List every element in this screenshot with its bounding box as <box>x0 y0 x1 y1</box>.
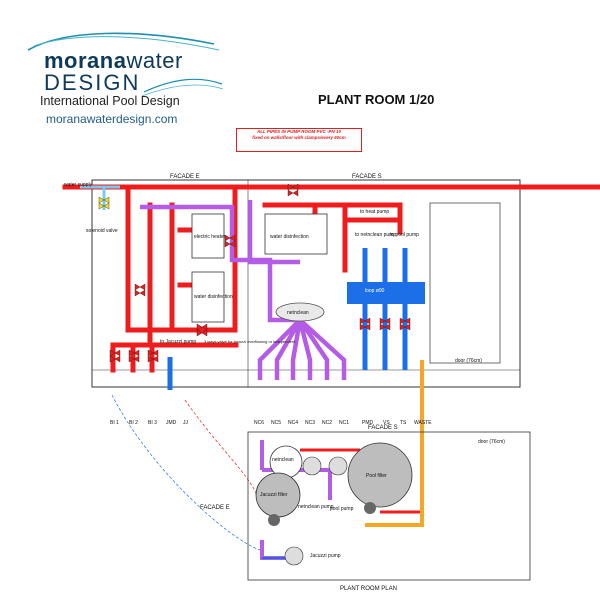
plan-door-label: door (76cm) <box>478 439 505 445</box>
loop-manifold <box>347 282 425 304</box>
connection-label: NC2 <box>322 420 332 426</box>
pump-motor <box>268 514 280 526</box>
connection-labels: BI 1 BI 2 BI 3 JMD JJ NC6 NC5 NC4 NC3 NC… <box>110 420 432 426</box>
netnclean-pipes <box>140 200 347 380</box>
door-top-label: door (76cm) <box>455 358 482 364</box>
water-disinfection-left-box <box>191 271 225 323</box>
connection-label: BI 2 <box>129 420 138 426</box>
jacuzzi-filter-label: Jacuzzi filter <box>260 492 288 498</box>
water-supply-label: water supply <box>64 182 93 188</box>
pipe-spec-line-2: fixed on walls/floor with clamps/every 6… <box>252 135 346 140</box>
logo-brand-bold: morana <box>44 48 127 73</box>
to-pool-pump-label: to pool pump <box>390 232 419 238</box>
connection-label: PMD <box>362 420 374 426</box>
waste-pipe <box>365 360 424 527</box>
plan-facade-top-label: FACADE S <box>368 425 398 431</box>
connection-label: VS <box>383 420 390 426</box>
solenoid-valve-label: solenoid valve <box>86 228 118 234</box>
water-disinfection-left-label: water disinfection <box>194 294 233 300</box>
pipe-spec-note: ALL PIPES IN PUMP ROOM PVC -PN 10 fixed … <box>236 128 362 152</box>
cold-water-pipes <box>167 248 408 390</box>
elevation-room-outline <box>91 179 521 388</box>
electric-heater-label: electric heater <box>194 234 226 240</box>
pump-strainer <box>328 456 348 476</box>
logo-tagline: International Pool Design <box>40 94 180 108</box>
connection-label: WASTE <box>414 420 432 426</box>
connection-label: NC5 <box>271 420 281 426</box>
logo-design-word: DESIGN <box>44 70 141 95</box>
door-outline <box>429 202 501 364</box>
netnclean-manifold <box>275 302 325 322</box>
facade-top-left-label: FACADE E <box>170 174 200 180</box>
logo-brand-light: water <box>126 48 183 73</box>
to-heat-pump-label: to heat pump <box>360 209 389 215</box>
plan-netnclean-label: netnclean <box>272 457 294 463</box>
water-disinfection-top-box <box>264 213 328 255</box>
connection-label: BI 1 <box>110 420 119 426</box>
water-disinfection-top-label: water disinfection <box>270 234 309 240</box>
water-supply-text: water supply <box>64 182 93 188</box>
pump-motor <box>364 502 376 514</box>
loop-label: loop ø90 <box>365 288 385 294</box>
connection-label: BI 3 <box>148 420 157 426</box>
to-netnclean-pump-label: to netnclean pump <box>355 232 396 238</box>
three-way-valve-label: 3 ways valve for jacuzzi overflowing or … <box>204 339 296 344</box>
plan-leader-lines <box>111 394 261 551</box>
logo-wave-graphic <box>27 32 224 97</box>
electric-heater-box <box>191 213 225 259</box>
connection-label: TS <box>400 420 407 426</box>
logo-brand: moranawater <box>44 48 183 74</box>
logo-url: moranawaterdesign.com <box>46 112 178 126</box>
jacuzzi-pump-label: Jacuzzi pump <box>310 553 341 559</box>
pool-filter-label: Pool filter <box>366 473 387 479</box>
company-logo: moranawater DESIGN International Pool De… <box>24 26 224 136</box>
pump-strainer <box>302 456 322 476</box>
facade-top-right-label: FACADE S <box>352 174 382 180</box>
pool-pump-label: pool pump <box>330 506 354 512</box>
page-title: PLANT ROOM 1/20 <box>318 92 435 107</box>
plan-room-outline <box>247 431 531 581</box>
pump-strainer <box>284 546 304 566</box>
connection-label: NC4 <box>288 420 298 426</box>
to-jacuzzi-pump-label: to Jacuzzi pump <box>160 339 196 345</box>
pipe-spec-line-1: ALL PIPES IN PUMP ROOM PVC -PN 10 <box>256 129 341 134</box>
connection-label: NC1 <box>339 420 349 426</box>
plan-equipment <box>255 442 413 566</box>
valve-icons <box>98 183 411 363</box>
plan-facade-left-label: FACADE E <box>200 505 230 511</box>
netnclean-label: netnclean <box>287 310 309 316</box>
plan-title-label: PLANT ROOM PLAN <box>340 586 397 592</box>
connection-label: JJ <box>183 420 189 426</box>
netnclean-pump-label: netnclean pump <box>298 504 334 510</box>
connection-label: NC3 <box>305 420 315 426</box>
connection-label: NC6 <box>254 420 264 426</box>
pool-filter-tank <box>347 442 413 508</box>
connection-label: JMD <box>166 420 177 426</box>
